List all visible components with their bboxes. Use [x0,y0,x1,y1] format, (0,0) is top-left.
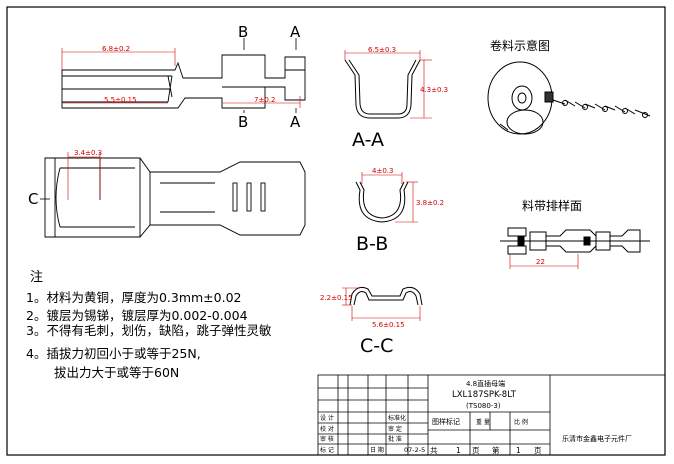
top-view [61,54,306,109]
title-block [317,374,666,456]
section-mark-a-bottom: A [290,113,301,131]
section-aa [344,59,421,119]
dim-aa-height: 4.3±0.3 [420,86,448,94]
strip-title: 料带排样面 [522,198,582,213]
section-cc [349,286,423,306]
title-sheet-total-unit: 页 [472,446,480,455]
title-sheet-total: 共 [430,446,438,455]
note-5: 拔出力大于或等于60N [54,365,180,380]
reel-title: 卷料示意图 [490,38,550,53]
title-ref: (TS080-3) [466,402,501,410]
dim-crimp-length: 7±0.2 [254,96,275,104]
title-product: 4.8直插母端 [466,379,505,388]
dim-cc-width: 5.6±0.15 [372,321,405,329]
dim-cc-height: 2.2±0.15 [320,294,353,302]
reel-diagram [487,61,651,135]
title-company: 乐清市金鑫电子元件厂 [562,434,632,443]
view-mark-c: C [28,190,38,208]
title-row2-4: 日 期 [370,446,384,454]
section-title-bb: B-B [356,233,388,255]
dim-pitch: 22 [536,258,545,266]
note-4: 4。插拔力初回小于或等于25N, [26,346,201,361]
section-bb [355,181,409,223]
title-weight: 重 量 [476,418,490,426]
plan-view [44,157,306,238]
top-view-dims [61,48,301,108]
title-row-3: 审 核 [320,435,334,443]
strip-diagram [500,227,650,255]
section-mark-b-top: B [238,23,248,41]
section-title-aa: A-A [352,129,384,151]
title-row-4: 标 记 [320,446,334,454]
notes-title: 注 [30,270,44,285]
dim-bb-height: 3.8±0.2 [416,199,444,207]
dim-body-length: 5.5±0.15 [104,96,137,104]
title-scale: 比 例 [514,418,528,426]
title-sheet-no-unit: 页 [534,446,542,455]
title-drawing-mark: 图样标记 [432,417,460,426]
title-row-1: 设 计 [320,414,334,422]
dim-overall-length: 6.8±0.2 [102,45,130,53]
title-row2-2: 审 定 [388,425,402,433]
title-sheet-total-val: 1 [456,446,461,455]
title-row2-1: 标准化 [388,414,406,422]
title-sheet-no: 第 [492,445,500,455]
dim-aa-width: 6.5±0.3 [368,46,396,54]
title-sheet-no-val: 1 [516,446,521,455]
dim-plan-width: 3.4±0.3 [74,149,102,157]
note-1: 1。材料为黄铜，厚度为0.3mm±0.02 [26,290,242,305]
title-row2-3: 批 准 [388,435,402,443]
section-mark-b-bottom: B [238,113,248,131]
title-row-2: 校 对 [320,425,334,433]
title-date: 07-2-5 [404,446,425,454]
title-part-no: LXL187SPK-8LT [452,390,517,400]
section-title-cc: C-C [360,335,393,357]
dim-bb-width: 4±0.3 [372,167,393,175]
note-2: 2。镀层为锡锑，镀层厚为0.002-0.004 [26,308,248,323]
note-3: 3。不得有毛刺，划伤，缺陷，跳子弹性灵敏 [26,323,272,338]
section-mark-a-top: A [290,23,301,41]
